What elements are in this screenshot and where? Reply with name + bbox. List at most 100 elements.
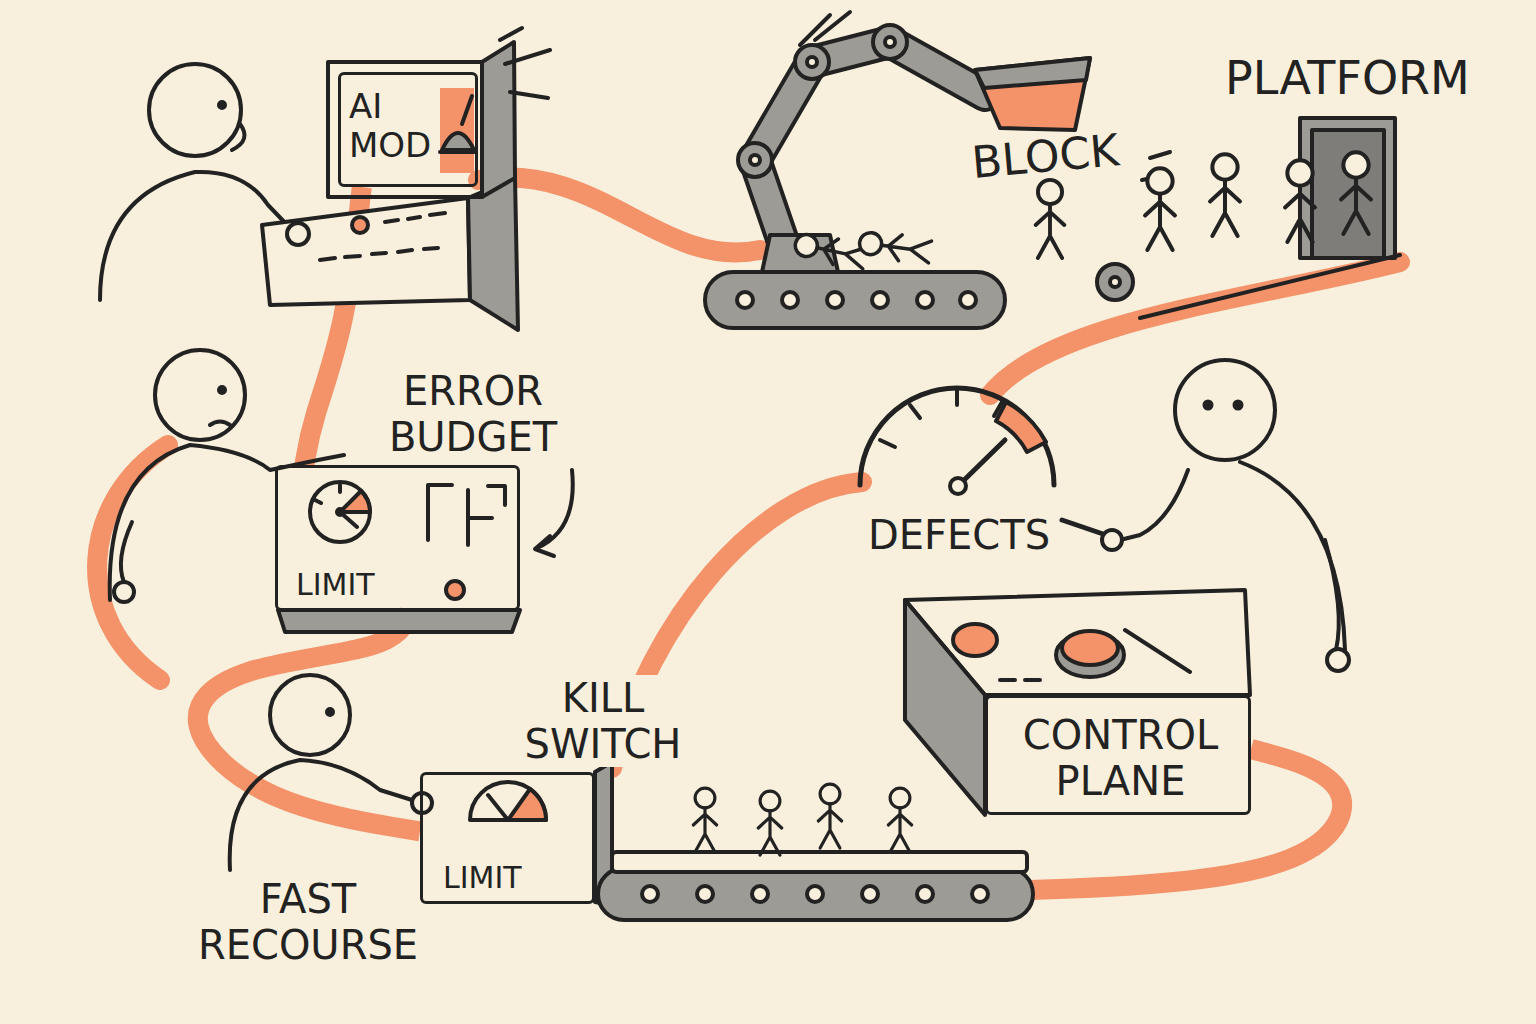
inspector-figure xyxy=(1175,360,1275,460)
inspector-figure xyxy=(1240,462,1345,650)
node-heading: KILL SWITCH xyxy=(513,675,693,767)
kill-switch-box: KILL SWITCHLIMIT xyxy=(420,772,595,904)
stick-figure xyxy=(758,791,781,855)
excavator xyxy=(755,42,985,262)
monitor-console xyxy=(320,213,445,260)
orange-ribbon xyxy=(97,178,1400,768)
excavator xyxy=(975,58,1090,130)
kill-switch-gauge xyxy=(488,795,508,820)
operator-figure xyxy=(230,760,412,870)
platform-door xyxy=(1097,118,1400,318)
error-budget-panel: ERROR BUDGETLIMIT xyxy=(275,465,520,611)
inspector-figure xyxy=(1102,530,1122,550)
excavator xyxy=(750,155,760,165)
monitor-console xyxy=(468,178,518,330)
operator-figure xyxy=(270,675,350,755)
conveyor-belt xyxy=(598,868,1033,920)
budget-gauge xyxy=(337,509,343,515)
worried-figure xyxy=(114,582,134,602)
defects-gauge xyxy=(950,478,966,494)
operator-figure xyxy=(327,709,333,715)
stick-figure xyxy=(793,231,868,271)
platform-door xyxy=(1300,118,1395,258)
excavator xyxy=(960,292,976,308)
control-console xyxy=(953,624,997,656)
budget-gauge xyxy=(446,581,464,599)
budget-gauge xyxy=(535,536,554,556)
excavator xyxy=(795,45,829,79)
scene-label: BLOCK xyxy=(970,125,1121,188)
operator-figure xyxy=(230,675,432,870)
inspector-figure xyxy=(1325,540,1339,650)
stick-figure xyxy=(1341,152,1371,234)
excavator xyxy=(705,12,1170,328)
defects-gauge xyxy=(880,390,1002,447)
node-label: CONTROL PLANE xyxy=(1000,712,1241,804)
inspector-figure xyxy=(1235,402,1242,409)
monitor-console xyxy=(328,62,482,197)
conveyor-belt xyxy=(612,852,1027,872)
platform-door xyxy=(1140,255,1400,318)
operator-figure xyxy=(100,64,292,300)
monitor-console xyxy=(287,223,309,245)
excavator xyxy=(738,143,772,177)
stick-figure xyxy=(888,788,911,852)
control-console xyxy=(905,590,1250,815)
stick-figure xyxy=(1210,154,1240,236)
kill-switch-gauge xyxy=(470,782,546,820)
platform-door xyxy=(1110,277,1120,287)
conveyor-belt xyxy=(697,886,713,902)
orange-ribbon xyxy=(97,445,168,680)
monitor-screen: AI MOD xyxy=(338,72,478,187)
orange-ribbon xyxy=(478,178,760,253)
budget-gauge xyxy=(340,491,370,512)
excavator xyxy=(873,25,907,59)
stick-figure xyxy=(1145,168,1175,250)
inspector-figure xyxy=(1120,470,1188,540)
monitor-console xyxy=(352,217,368,233)
defects-gauge xyxy=(860,388,1054,494)
worried-figure xyxy=(121,522,132,582)
stick-figure xyxy=(1036,180,1065,258)
excavator xyxy=(917,292,933,308)
worried-figure xyxy=(110,350,344,602)
platform-door xyxy=(1312,130,1384,258)
excavator xyxy=(807,57,817,67)
excavator xyxy=(800,12,850,45)
budget-gauge xyxy=(278,470,573,632)
monitor-console xyxy=(262,198,470,305)
monitor-console xyxy=(482,42,515,197)
budget-gauge xyxy=(315,485,357,527)
stick-figure xyxy=(818,784,841,848)
conveyor-belt xyxy=(807,886,823,902)
control-plane-console: CONTROL PLANE xyxy=(985,695,1251,815)
conveyor-belt xyxy=(752,886,768,902)
defects-gauge xyxy=(860,388,1054,485)
flow-ribbon xyxy=(198,611,420,831)
monitor-console xyxy=(262,28,550,330)
control-console xyxy=(1000,630,1190,680)
excavator xyxy=(975,58,1090,88)
excavator xyxy=(737,292,753,308)
monitor-console xyxy=(500,28,550,98)
conveyor-belt xyxy=(642,886,658,902)
operator-figure xyxy=(219,102,225,108)
drawing-part xyxy=(100,12,1400,920)
budget-gauge xyxy=(428,485,505,545)
excavator xyxy=(827,292,843,308)
excavator xyxy=(872,292,888,308)
node-heading: ERROR BUDGET xyxy=(373,368,573,460)
excavator xyxy=(885,37,895,47)
platform-door xyxy=(1097,264,1133,300)
kill-switch-gauge xyxy=(508,789,546,820)
stick-figure xyxy=(693,788,716,852)
inspector-figure xyxy=(1062,520,1106,535)
operator-figure xyxy=(232,124,245,150)
worried-figure xyxy=(219,387,225,393)
monitor-console xyxy=(442,133,474,150)
excavator xyxy=(755,42,985,262)
scene-label: FAST RECOURSE xyxy=(178,876,438,968)
worried-figure xyxy=(155,350,245,440)
